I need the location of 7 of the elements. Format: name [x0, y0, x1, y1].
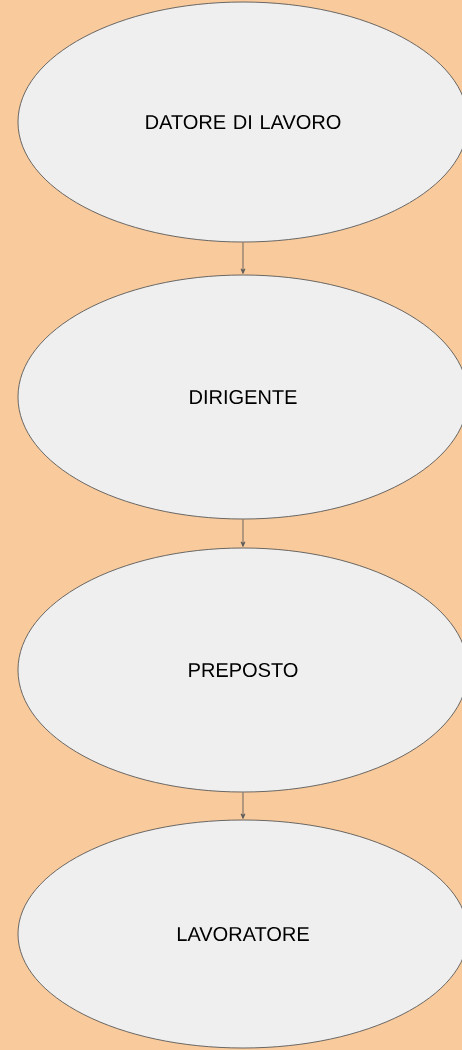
ellipse-node: PREPOSTO	[17, 547, 462, 793]
arrow	[240, 519, 246, 547]
arrow	[240, 242, 246, 274]
ellipse-node: DATORE DI LAVORO	[17, 1, 462, 243]
ellipse-node: LAVORATORE	[17, 819, 462, 1049]
arrow	[240, 792, 246, 819]
ellipse-node: DIRIGENTE	[17, 274, 462, 520]
